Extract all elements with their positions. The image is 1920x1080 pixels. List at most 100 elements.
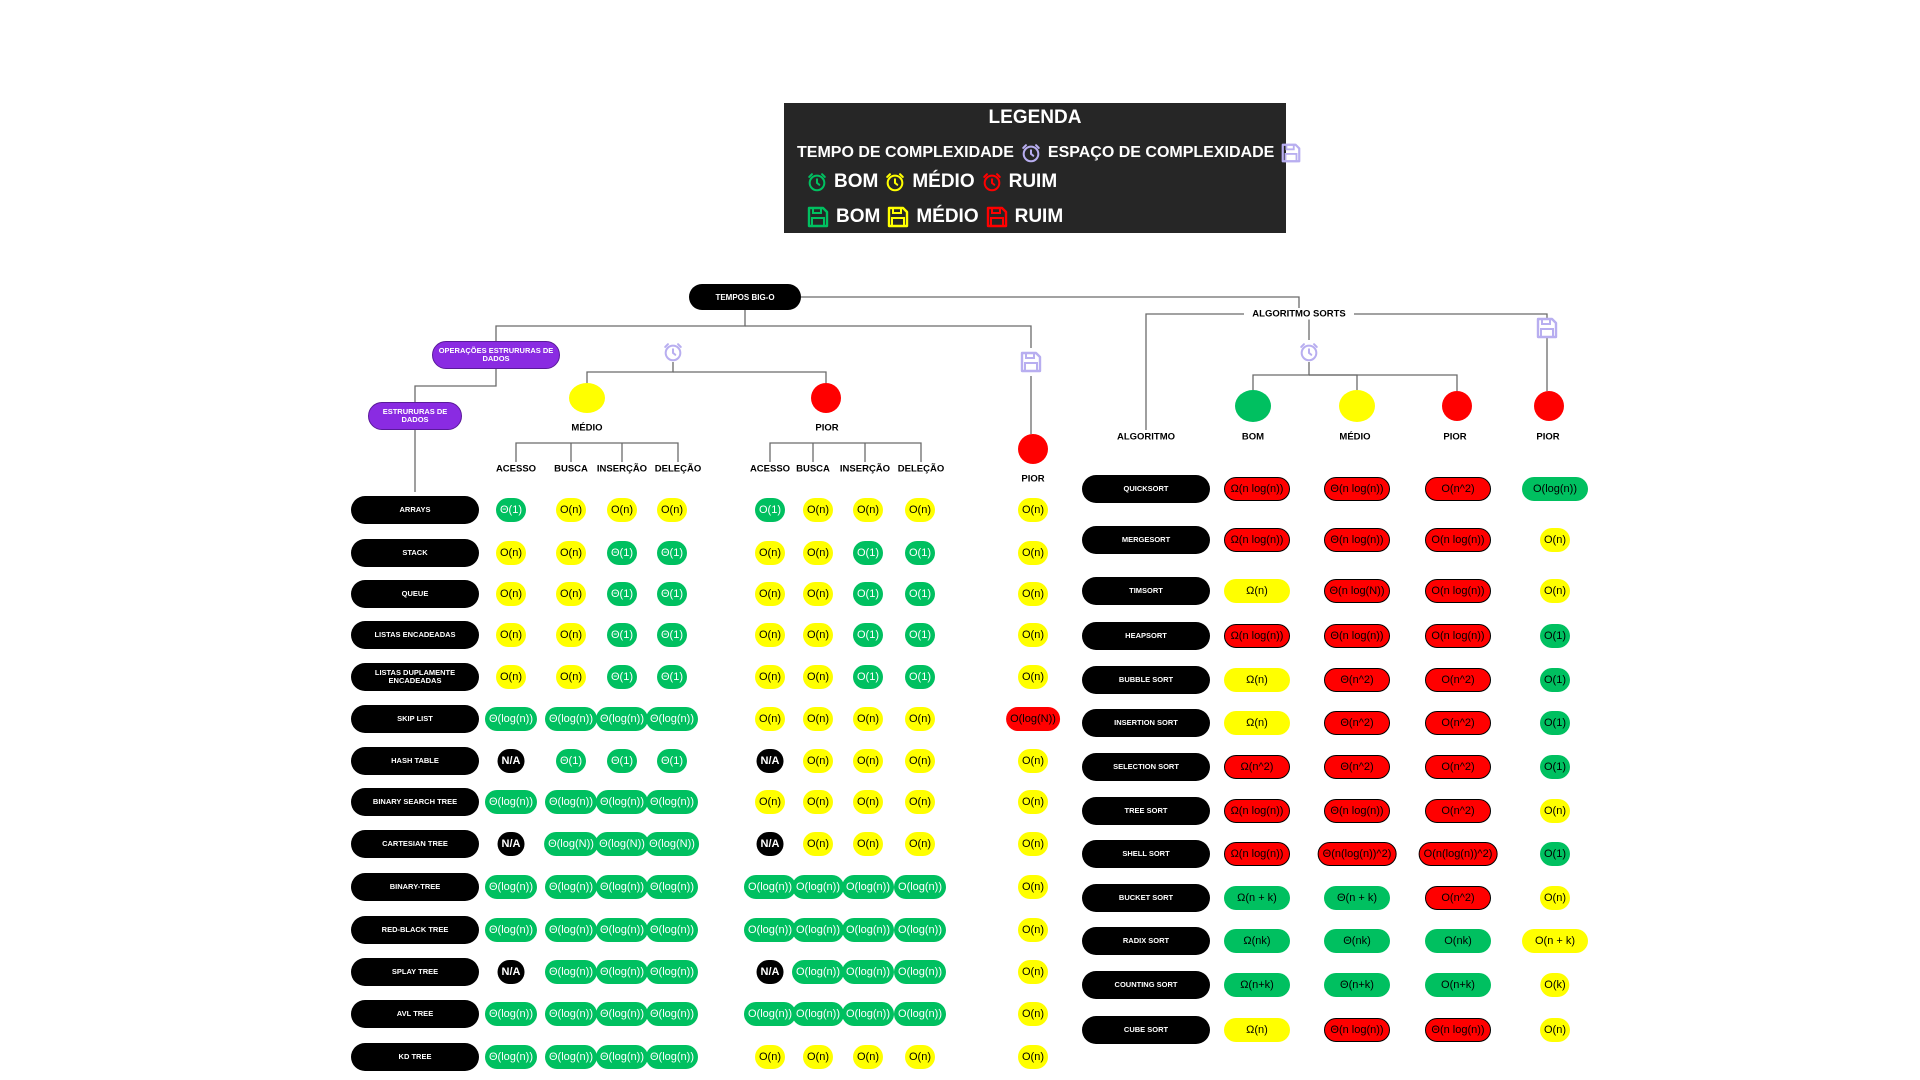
- sort-row-label: INSERTION SORT: [1082, 709, 1210, 737]
- sort-row-label: HEAPSORT: [1082, 622, 1210, 650]
- sort-col-header: BOM: [1241, 431, 1265, 443]
- worst-complexity-cell: O(log(n)): [841, 918, 895, 942]
- sort-time-cell: Ω(n log(n)): [1224, 528, 1290, 552]
- floppy-bad-icon: [979, 205, 1015, 229]
- avg-complexity-cell: Θ(log(N)): [645, 832, 699, 856]
- ds-row-label: KD TREE: [351, 1043, 479, 1071]
- avg-complexity-cell: Θ(1): [657, 749, 687, 773]
- medium-dot: [569, 383, 605, 413]
- op-header: INSERÇÃO: [596, 463, 648, 475]
- worst-complexity-cell: O(1): [905, 582, 935, 606]
- worst-complexity-cell: N/A: [756, 960, 784, 984]
- worst-complexity-cell: O(log(n)): [841, 1002, 895, 1026]
- sort-row-label: SHELL SORT: [1082, 840, 1210, 868]
- worst-complexity-cell: O(n): [803, 707, 833, 731]
- sort-time-cell: Ω(n): [1224, 1018, 1290, 1042]
- worst-complexity-cell: O(log(n)): [743, 918, 797, 942]
- legend-bad-time: RUIM: [1008, 171, 1058, 192]
- sort-time-cell: O(n^2): [1425, 477, 1491, 501]
- sort-time-cell: O(n(log(n))^2): [1418, 842, 1498, 866]
- connector-line: [1354, 313, 1548, 318]
- avg-complexity-cell: Θ(1): [657, 541, 687, 565]
- avg-complexity-cell: O(n): [556, 498, 586, 522]
- space-complexity-cell: O(n): [1018, 665, 1048, 689]
- legend-good-time: BOM: [834, 171, 879, 192]
- avg-complexity-cell: N/A: [497, 832, 525, 856]
- sort-space-cell: O(1): [1540, 624, 1570, 648]
- ds-row-label: CARTESIAN TREE: [351, 830, 479, 858]
- sort-time-cell: Θ(n + k): [1324, 886, 1390, 910]
- worst-complexity-cell: O(n): [803, 790, 833, 814]
- avg-complexity-cell: Θ(log(n)): [544, 1045, 598, 1069]
- worst-complexity-cell: O(1): [905, 623, 935, 647]
- sort-col-header: PIOR: [1536, 431, 1560, 443]
- avg-complexity-cell: Θ(log(n)): [544, 707, 598, 731]
- space-complexity-cell: O(n): [1018, 541, 1048, 565]
- worst-complexity-cell: O(n): [803, 832, 833, 856]
- sort-time-cell: Ω(n log(n)): [1224, 842, 1290, 866]
- worst-complexity-cell: O(n): [803, 749, 833, 773]
- sort-space-cell: O(1): [1540, 755, 1570, 779]
- connector-line: [801, 296, 1300, 308]
- clock-icon: [1298, 341, 1320, 363]
- worst-complexity-cell: O(1): [905, 665, 935, 689]
- sort-row-label: MERGESORT: [1082, 526, 1210, 554]
- space-complexity-cell: O(n): [1018, 582, 1048, 606]
- op-header: DELEÇÃO: [654, 463, 702, 475]
- worst-complexity-cell: O(log(n)): [893, 875, 947, 899]
- space-complexity-cell: O(n): [1018, 832, 1048, 856]
- avg-complexity-cell: Θ(log(n)): [544, 960, 598, 984]
- avg-complexity-cell: Θ(log(N)): [595, 832, 649, 856]
- clock-good-icon: [800, 171, 834, 193]
- space-pior-label: PIOR: [1021, 473, 1045, 485]
- avg-complexity-cell: N/A: [497, 960, 525, 984]
- sort-space-cell: O(1): [1540, 711, 1570, 735]
- sort-time-cell: Θ(nk): [1324, 929, 1390, 953]
- avg-complexity-cell: Θ(1): [496, 498, 526, 522]
- avg-complexity-cell: Θ(log(n)): [645, 707, 699, 731]
- avg-complexity-cell: Θ(log(n)): [544, 790, 598, 814]
- avg-complexity-cell: Θ(log(N)): [544, 832, 598, 856]
- avg-complexity-cell: O(n): [607, 498, 637, 522]
- sort-space-cell: O(n): [1540, 1018, 1570, 1042]
- sort-time-cell: Ω(n log(n)): [1224, 477, 1290, 501]
- worst-complexity-cell: O(n): [905, 1045, 935, 1069]
- avg-complexity-cell: O(n): [496, 582, 526, 606]
- worst-complexity-cell: O(n): [755, 541, 785, 565]
- avg-complexity-cell: O(n): [496, 665, 526, 689]
- connector-line: [1252, 362, 1310, 390]
- connector-line: [414, 368, 497, 402]
- worst-complexity-cell: O(log(n)): [743, 875, 797, 899]
- space-complexity-cell: O(n): [1018, 1002, 1048, 1026]
- worst-complexity-cell: O(n): [803, 582, 833, 606]
- sort-time-cell: Ω(n): [1224, 711, 1290, 735]
- space-complexity-cell: O(n): [1018, 875, 1048, 899]
- sort-space-cell: O(1): [1540, 842, 1570, 866]
- sort-row-label: TIMSORT: [1082, 577, 1210, 605]
- avg-complexity-cell: Θ(1): [657, 623, 687, 647]
- bad-dot: [1442, 391, 1472, 421]
- sort-row-label: RADIX SORT: [1082, 927, 1210, 955]
- avg-complexity-cell: Θ(1): [607, 623, 637, 647]
- worst-complexity-cell: O(n): [755, 623, 785, 647]
- worst-complexity-cell: O(n): [853, 1045, 883, 1069]
- legend-good-space: BOM: [836, 206, 881, 227]
- legend-space-label: ESPAÇO DE COMPLEXIDADE: [1047, 144, 1275, 161]
- space-complexity-cell: O(n): [1018, 790, 1048, 814]
- worst-complexity-cell: O(log(n)): [893, 960, 947, 984]
- ds-row-label: SPLAY TREE: [351, 958, 479, 986]
- sort-time-cell: Θ(n^2): [1324, 711, 1390, 735]
- medium-dot: [1339, 390, 1375, 422]
- sort-time-cell: O(n log(n)): [1425, 579, 1491, 603]
- medio-label: MÉDIO: [571, 422, 603, 434]
- legend-title: LEGENDA: [988, 107, 1082, 128]
- avg-complexity-cell: Θ(1): [657, 665, 687, 689]
- ds-row-label: BINARY SEARCH TREE: [351, 788, 479, 816]
- op-header: ACESSO: [495, 463, 537, 475]
- worst-complexity-cell: O(n): [853, 832, 883, 856]
- avg-complexity-cell: Θ(log(n)): [595, 790, 649, 814]
- worst-complexity-cell: O(log(n)): [791, 918, 845, 942]
- sort-time-cell: Θ(n log(N)): [1324, 579, 1390, 603]
- sort-row-label: TREE SORT: [1082, 797, 1210, 825]
